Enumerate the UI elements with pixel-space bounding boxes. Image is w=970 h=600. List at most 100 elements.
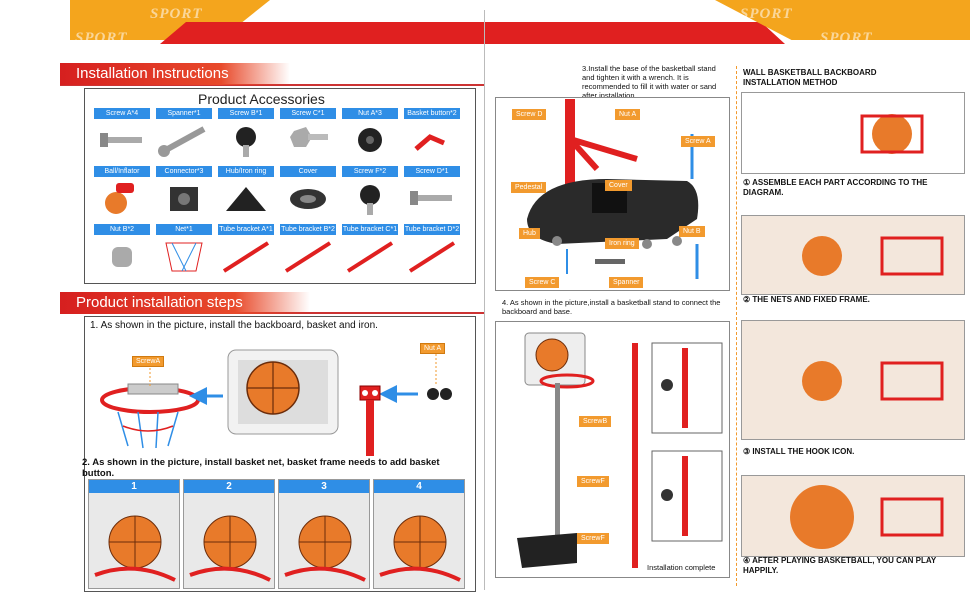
header-red-strip xyxy=(160,22,485,44)
nut-a-tag: Nut A xyxy=(420,343,446,354)
accessory-label: Basket button*2 xyxy=(404,108,460,119)
screw-icon xyxy=(94,121,150,159)
accessory-label: Screw C*1 xyxy=(280,108,336,119)
accessory-label: Cover xyxy=(280,166,336,177)
accessory-label: Tube bracket B*2 xyxy=(280,224,336,235)
wall-step-photo xyxy=(741,215,965,295)
tube-icon xyxy=(218,237,274,275)
accessory-item: Nut B*2 xyxy=(94,224,150,276)
accessory-label: Ball/Inflator xyxy=(94,166,150,177)
tube-icon xyxy=(342,237,398,275)
accessory-label: Net*1 xyxy=(156,224,212,235)
nut-b-tag: Nut B xyxy=(679,226,705,237)
step-4-illustration xyxy=(517,332,723,568)
step-2-text: 2. As shown in the picture, install bask… xyxy=(82,457,440,479)
knob-screw-icon xyxy=(218,121,274,159)
net-strings xyxy=(117,411,179,449)
wall-step-photo xyxy=(741,475,965,557)
screw-icon xyxy=(404,179,460,217)
screw-f-tag: ScrewF xyxy=(577,476,609,487)
hub-icon xyxy=(218,179,274,217)
accessory-item: Spanner*1 xyxy=(156,108,212,160)
accessory-item: Screw B*1 xyxy=(218,108,274,160)
photo-number: 4 xyxy=(374,480,464,493)
wall-step-photo xyxy=(741,320,965,440)
accessory-item: Connector*3 xyxy=(156,166,212,218)
accessory-item: Screw F*2 xyxy=(342,166,398,218)
divider xyxy=(736,66,737,586)
accessory-label: Spanner*1 xyxy=(156,108,212,119)
accessory-item: Hub/Iron ring xyxy=(218,166,274,218)
page-fold xyxy=(484,10,485,590)
hoop-bracket xyxy=(127,383,179,395)
right-page: SPORT SPORT 3.Install the base of the ba… xyxy=(485,0,970,600)
cover-icon xyxy=(280,179,336,217)
step-2-photo: 3 xyxy=(278,479,370,589)
accessory-item: Ball/Inflator xyxy=(94,166,150,218)
step-1-text: 1. As shown in the picture, install the … xyxy=(90,320,378,331)
accessory-item: Nut A*3 xyxy=(342,108,398,160)
sport-watermark: SPORT xyxy=(740,6,793,22)
left-page: SPORT SPORT Installation Instructions Pr… xyxy=(60,0,485,592)
installation-complete-text: Installation complete xyxy=(647,563,716,572)
accessory-item: Screw D*1 xyxy=(404,166,460,218)
cap-nut-icon xyxy=(94,237,150,275)
step-4-text: 4. As shown in the picture,install a bas… xyxy=(502,298,721,316)
hex-bolt-icon xyxy=(280,121,336,159)
screw-b-tag: ScrewB xyxy=(579,416,612,427)
wall-method-title: WALL BASKETBALL BACKBOARD INSTALLATION M… xyxy=(743,68,877,87)
step-2-photo: 4 xyxy=(373,479,465,589)
accessory-item: Screw A*4 xyxy=(94,108,150,160)
accessory-label: Tube bracket C*1 xyxy=(342,224,398,235)
wall-step-text: ④ AFTER PLAYING BASKETBALL, YOU CAN PLAY… xyxy=(743,556,937,575)
accessory-item: Tube bracket A*1 xyxy=(218,224,274,276)
spanner-tag: Spanner xyxy=(609,277,644,288)
step-2-photo: 2 xyxy=(183,479,275,589)
tube-icon xyxy=(404,237,460,275)
hub-tag: Hub xyxy=(519,228,540,239)
photo-number: 3 xyxy=(279,480,369,493)
accessory-item: Tube bracket B*2 xyxy=(280,224,336,276)
product-accessories-title: Product Accessories xyxy=(198,91,325,107)
accessory-label: Nut A*3 xyxy=(342,108,398,119)
product-installation-steps-banner: Product installation steps xyxy=(60,292,310,314)
installation-instructions-banner: Installation Instructions xyxy=(60,63,290,85)
wall-step-text: ② THE NETS AND FIXED FRAME. xyxy=(743,295,870,304)
screw-d-tag: Screw D xyxy=(512,109,547,120)
screw-a-tag: ScrewA xyxy=(132,356,165,367)
screw-c-tag: Screw C xyxy=(525,277,560,288)
connector-icon xyxy=(156,179,212,217)
header-red-strip xyxy=(485,22,785,44)
pedestal-tag: Pedestal xyxy=(511,182,547,193)
photo-number: 2 xyxy=(184,480,274,493)
accessory-label: Connector*3 xyxy=(156,166,212,177)
sport-watermark: SPORT xyxy=(820,30,873,46)
accessory-item: Cover xyxy=(280,166,336,218)
net-icon xyxy=(156,237,212,275)
tube-icon xyxy=(280,237,336,275)
accessory-label: Nut B*2 xyxy=(94,224,150,235)
nut-icon xyxy=(342,121,398,159)
banner-underline xyxy=(60,84,485,86)
sport-watermark: SPORT xyxy=(150,6,203,22)
accessory-label: Screw F*2 xyxy=(342,166,398,177)
ball-inflator-icon xyxy=(94,179,150,217)
accessory-label: Tube bracket D*2 xyxy=(404,224,460,235)
spanner xyxy=(595,259,625,264)
sport-watermark: SPORT xyxy=(75,30,128,46)
wall-step-photo xyxy=(741,92,965,174)
step-1-illustration xyxy=(100,349,452,456)
step-3-illustration xyxy=(527,99,699,279)
basket-button-icon xyxy=(404,121,460,159)
accessories-box xyxy=(84,88,476,284)
iron-ring-tag: Iron ring xyxy=(605,238,639,249)
nut-a-tag: Nut A xyxy=(615,109,641,120)
screw-f-tag: ScrewF xyxy=(577,533,609,544)
accessory-item: Tube bracket D*2 xyxy=(404,224,460,276)
accessory-label: Screw A*4 xyxy=(94,108,150,119)
accessory-label: Hub/Iron ring xyxy=(218,166,274,177)
accessory-label: Screw B*1 xyxy=(218,108,274,119)
screw-a-tag: Screw A xyxy=(681,136,715,147)
accessory-item: Tube bracket C*1 xyxy=(342,224,398,276)
accessory-item: Net*1 xyxy=(156,224,212,276)
